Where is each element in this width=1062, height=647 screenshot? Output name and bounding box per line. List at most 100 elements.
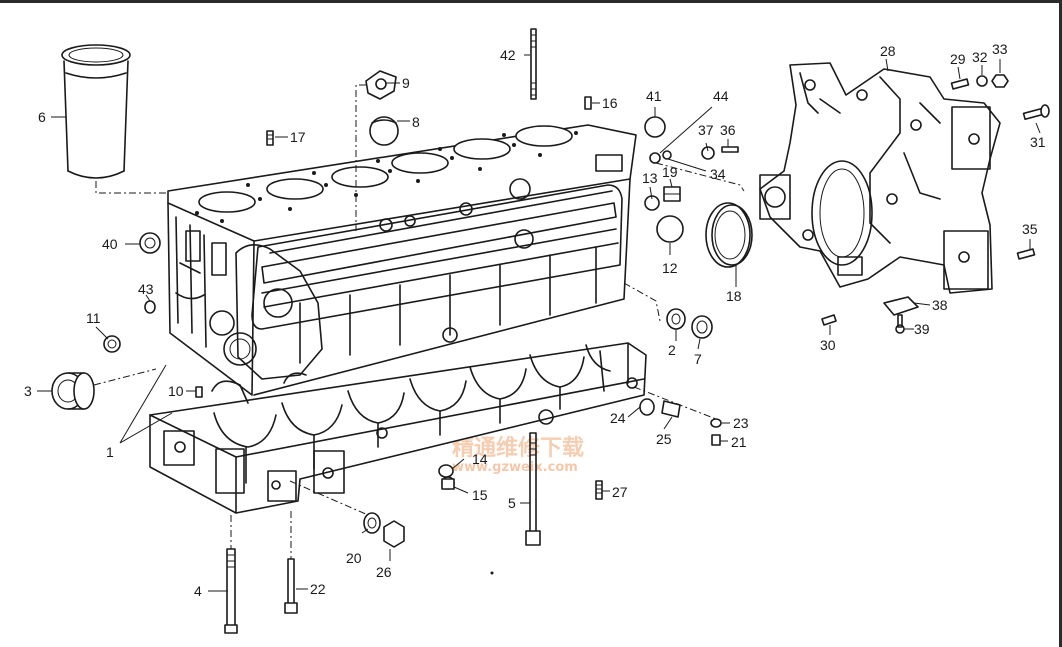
bolt-27 — [595, 480, 603, 500]
washer-44 — [649, 152, 661, 164]
nut-33 — [991, 74, 1009, 88]
bolt-39 — [895, 314, 905, 334]
callout-5: 5 — [508, 495, 516, 511]
dowel-17 — [266, 130, 274, 146]
callout-36: 36 — [720, 122, 736, 138]
callout-15: 15 — [472, 487, 488, 503]
seal-centerline — [93, 368, 157, 386]
drain-centerline — [289, 480, 369, 516]
callout-30: 30 — [820, 337, 836, 353]
callout-31: 31 — [1030, 134, 1046, 150]
callout-12: 12 — [662, 260, 678, 276]
callout-33: 33 — [992, 41, 1008, 57]
callout-41: 41 — [646, 88, 662, 104]
nut-37 — [701, 146, 715, 160]
seal-7 — [691, 315, 713, 339]
callout-3: 3 — [24, 383, 32, 399]
watermark: 精通维修下载 www.gzweix.com — [452, 435, 584, 475]
callout-43: 43 — [138, 281, 154, 297]
callout-10: 10 — [168, 383, 184, 399]
callout-13: 13 — [642, 170, 658, 186]
pin-30 — [821, 314, 837, 326]
rear-oil-seal-18 — [705, 202, 753, 268]
callout-29: 29 — [950, 51, 966, 67]
callout-32: 32 — [972, 49, 988, 65]
stud-42 — [530, 28, 537, 100]
nozzle-14 — [438, 464, 454, 478]
plug-19 — [663, 186, 681, 202]
plug-34 — [662, 150, 672, 160]
plate-38 — [883, 296, 919, 316]
callout-2: 2 — [668, 342, 676, 358]
callout-labels: 6 9 8 17 42 16 41 44 37 36 40 43 11 3 10… — [24, 41, 1046, 599]
plug-43 — [144, 300, 156, 314]
seal-40 — [139, 232, 161, 254]
washer-11 — [103, 335, 121, 353]
bolt-22 — [284, 558, 298, 614]
callout-20: 20 — [346, 550, 362, 566]
callout-19: 19 — [662, 164, 678, 180]
callout-34: 34 — [710, 166, 726, 182]
leader-lines — [37, 54, 1041, 592]
dowel-16 — [584, 96, 592, 110]
callout-44: 44 — [713, 88, 729, 104]
callout-22: 22 — [310, 581, 326, 597]
bushing-centerline — [623, 282, 661, 322]
bolt-35 — [1016, 248, 1036, 260]
washer-20 — [363, 512, 381, 534]
callout-17: 17 — [290, 129, 306, 145]
water-outlet-cap — [365, 70, 397, 100]
sleeve-25 — [661, 400, 681, 418]
cylinder-liner — [61, 44, 131, 179]
callout-1: 1 — [106, 444, 114, 460]
bolt-5 — [525, 432, 541, 546]
callout-35: 35 — [1022, 221, 1038, 237]
bolt-31 — [1022, 104, 1050, 121]
plug-line-44 — [655, 162, 745, 192]
callout-37: 37 — [698, 122, 714, 138]
expansion-plug-8 — [369, 116, 399, 146]
dowel-10 — [195, 386, 203, 398]
plug-24 — [639, 398, 655, 416]
callout-28: 28 — [880, 43, 896, 59]
callout-24: 24 — [610, 410, 626, 426]
bushing-2 — [666, 308, 686, 330]
bolt-15 — [441, 478, 455, 490]
plug-12 — [656, 215, 684, 243]
drain-plug-26 — [383, 520, 405, 548]
callout-26: 26 — [376, 564, 392, 580]
callout-40: 40 — [102, 236, 118, 252]
plug-21 — [711, 434, 721, 446]
callout-42: 42 — [500, 47, 516, 63]
callout-14: 14 — [472, 451, 488, 467]
callout-9: 9 — [402, 75, 410, 91]
callout-8: 8 — [412, 114, 420, 130]
callout-4: 4 — [194, 583, 202, 599]
callout-7: 7 — [694, 351, 702, 367]
washer-32 — [976, 75, 988, 87]
print-dot — [490, 571, 494, 575]
plug-41 — [644, 116, 666, 138]
washer-23 — [710, 418, 722, 428]
callout-11: 11 — [86, 310, 101, 326]
callout-25: 25 — [656, 431, 672, 447]
bedplate — [149, 342, 647, 514]
callout-27: 27 — [612, 484, 628, 500]
callout-6: 6 — [38, 109, 46, 125]
callout-38: 38 — [932, 297, 948, 313]
engine-block-exploded-diagram: 精通维修下载 www.gzweix.com — [24, 28, 1050, 634]
front-oil-seal-3 — [51, 372, 95, 410]
bolt-36 — [721, 146, 739, 153]
callout-23: 23 — [733, 415, 749, 431]
stud-29 — [950, 78, 970, 90]
callout-21: 21 — [731, 434, 747, 450]
flywheel-housing — [759, 62, 1001, 294]
callout-39: 39 — [914, 321, 930, 337]
watermark-text-cn: 精通维修下载 — [452, 435, 584, 461]
callout-16: 16 — [602, 95, 618, 111]
watermark-text-url: www.gzweix.com — [452, 460, 578, 475]
cap-centerline — [355, 84, 366, 231]
cylinder-block — [167, 124, 637, 396]
callout-18: 18 — [726, 288, 742, 304]
